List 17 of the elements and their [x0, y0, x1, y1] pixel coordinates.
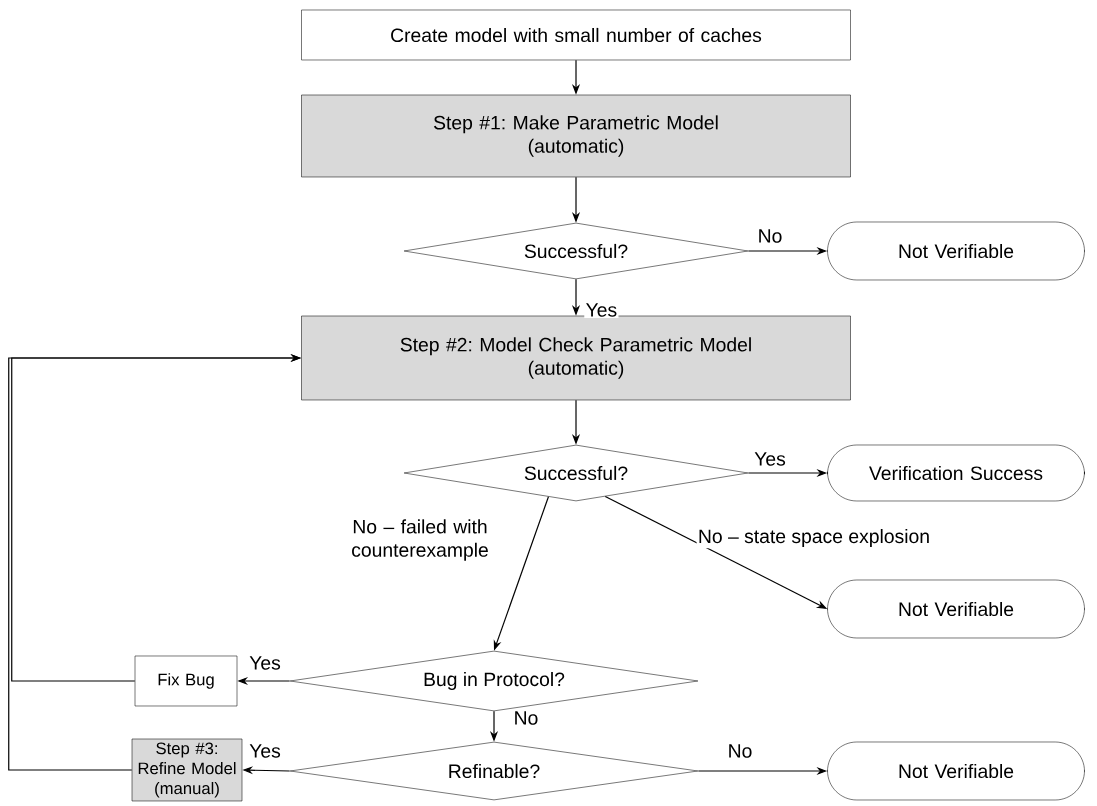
edge-label: Yes — [584, 301, 619, 319]
edge-label: No – failed with counterexample — [343, 518, 497, 562]
process-box: Fix Bug — [134, 655, 238, 707]
edge-label: No — [726, 742, 754, 760]
process-box: Step #3: Refine Model (manual) — [131, 738, 243, 802]
terminal-box: Not Verifiable — [827, 741, 1085, 801]
edge-label: No — [512, 709, 540, 727]
terminal-box: Not Verifiable — [827, 221, 1085, 281]
process-box: Step #1: Make Parametric Model (automatic) — [301, 94, 851, 178]
process-box: Create model with small number of caches — [301, 9, 851, 61]
edge-label: Yes — [752, 450, 788, 468]
edge-label: Yes — [247, 654, 283, 672]
terminal-box: Not Verifiable — [827, 579, 1085, 639]
edge-label: No — [756, 227, 784, 245]
edge-label: No – state space explosion — [696, 527, 932, 549]
edge-label: Yes — [247, 742, 283, 760]
terminal-box: Verification Success — [827, 444, 1085, 502]
